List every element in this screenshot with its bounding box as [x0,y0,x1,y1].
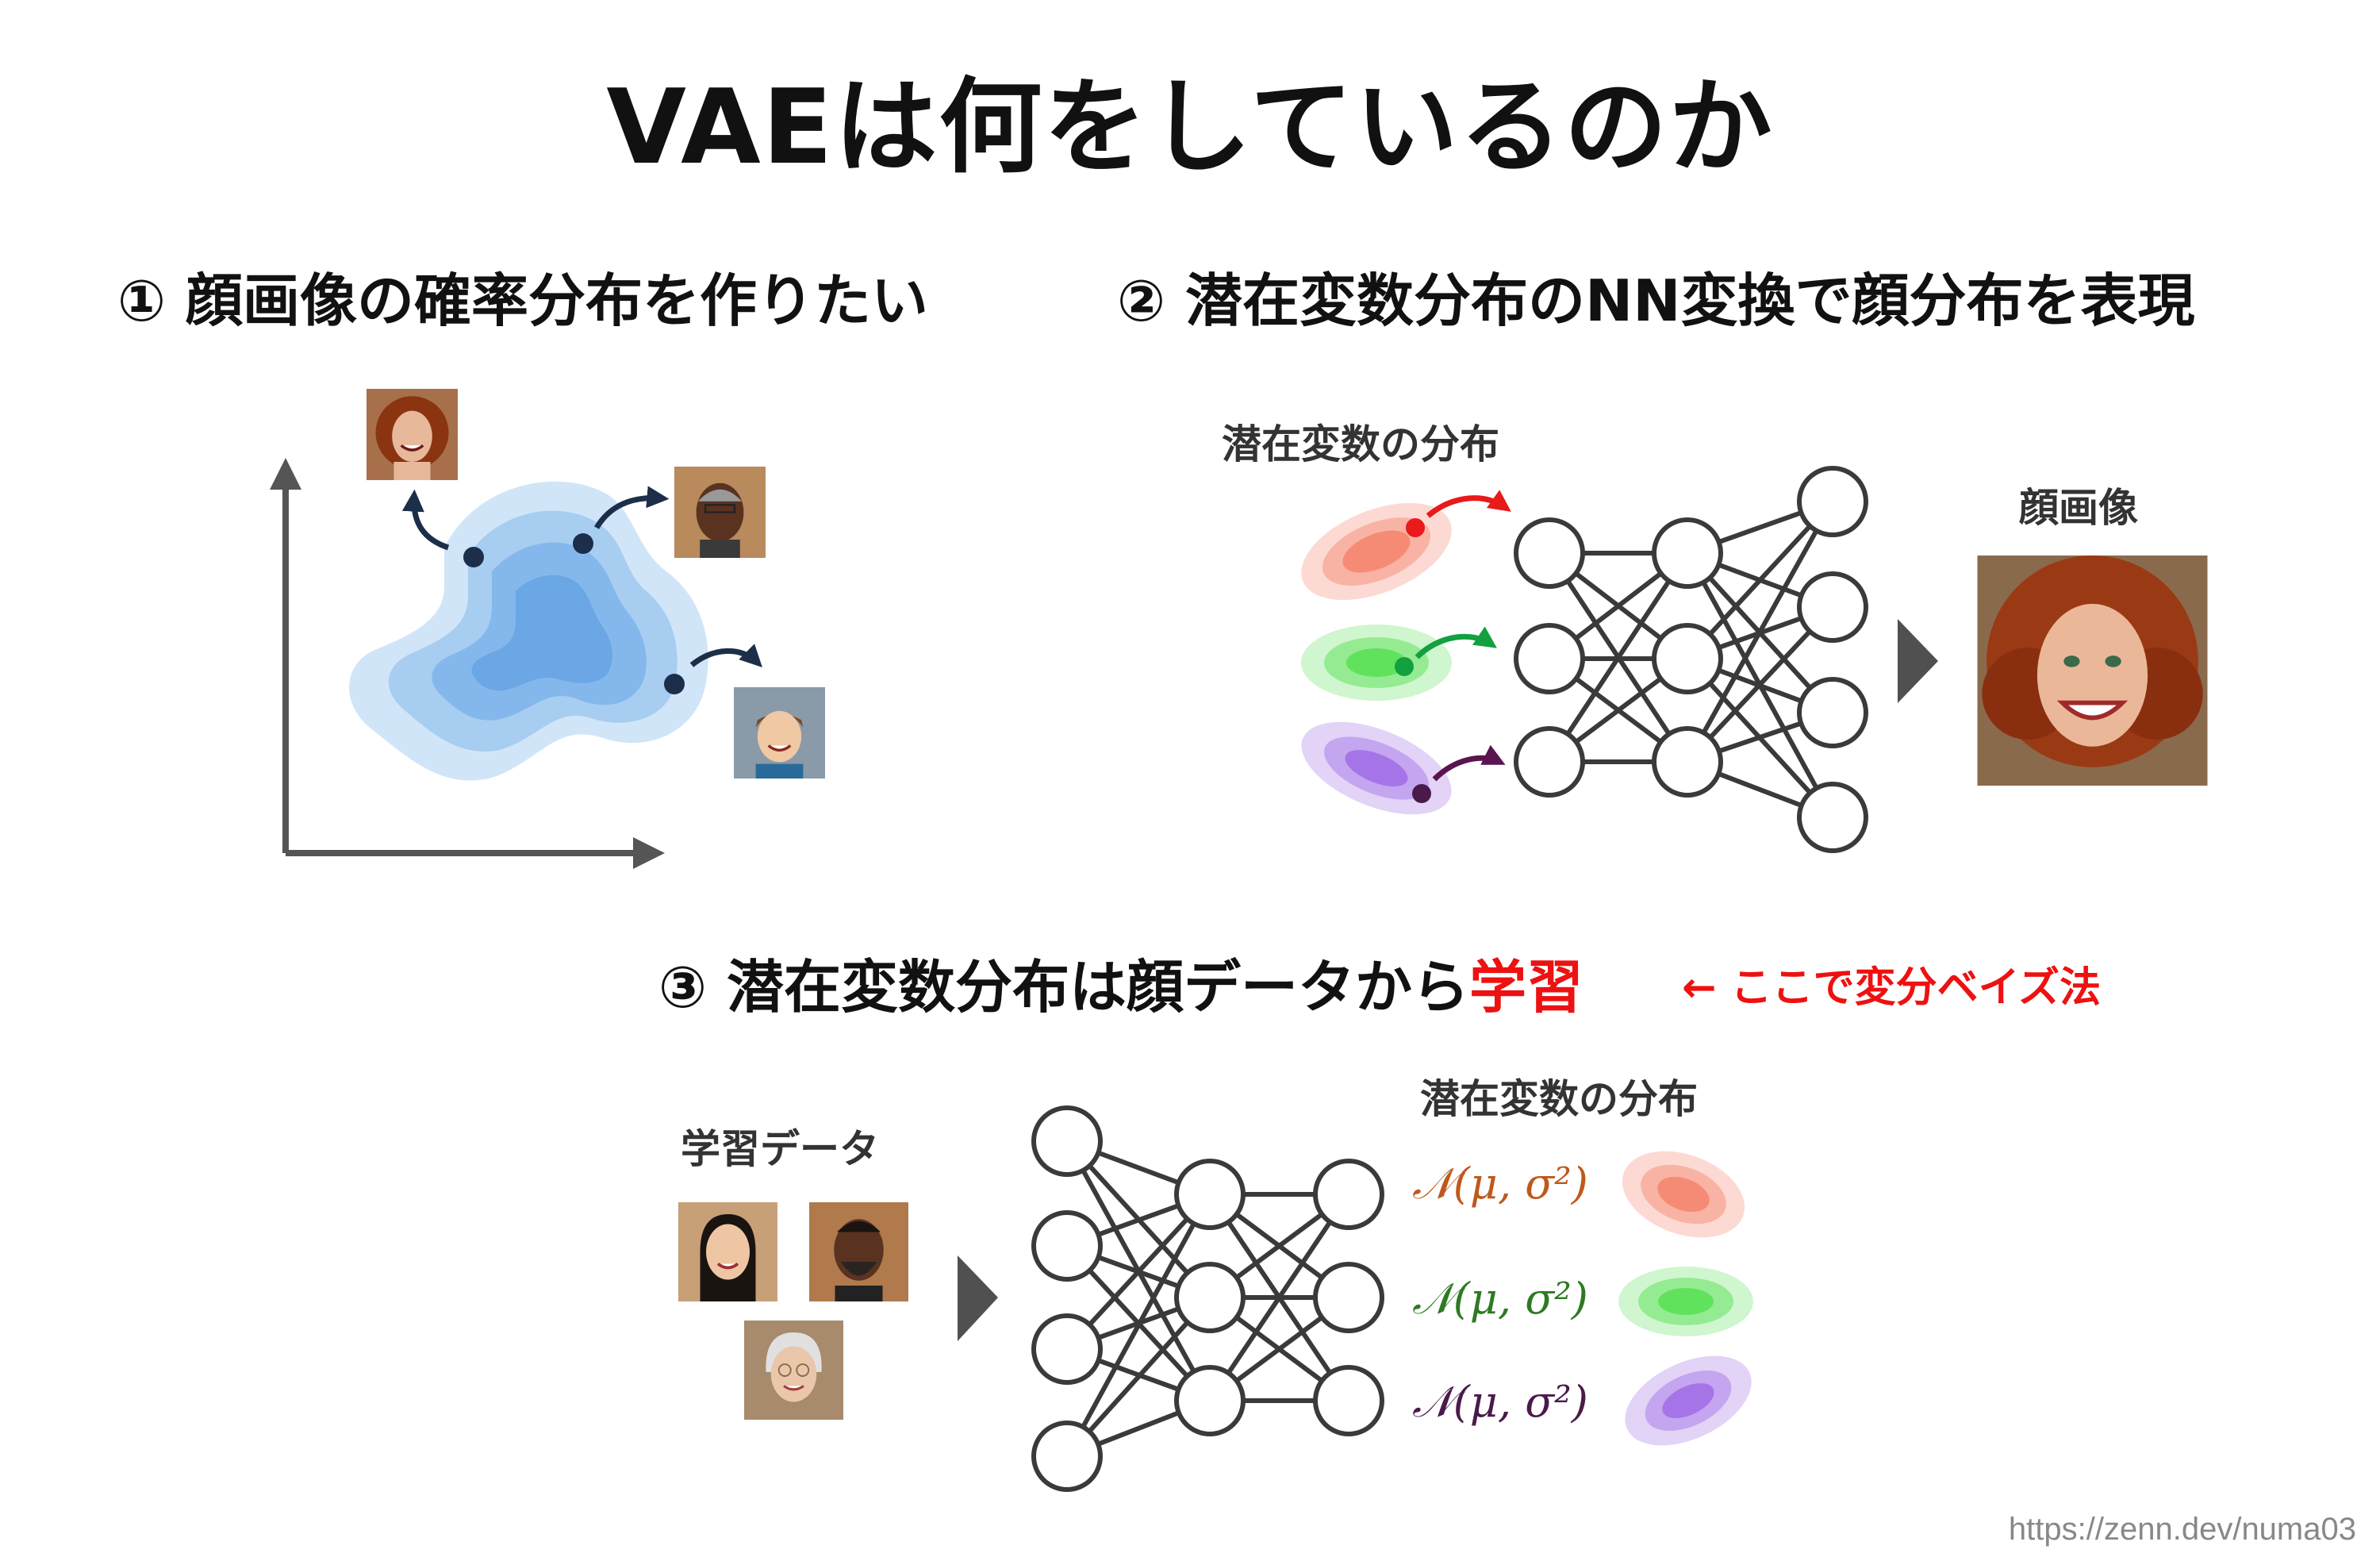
face-woman-redhair-small [367,389,458,480]
section-3-highlight: 学習 [1469,954,1584,1021]
face-distribution-blob [349,481,708,781]
variational-bayes-note: ← ここで変分ベイズ法 [1682,964,2102,1012]
axes [270,458,665,869]
decoder-output-arrow [1898,619,1938,703]
encoder-input-arrow [958,1255,998,1341]
latent-gaussian-red [1301,502,1452,601]
latent-distribution-label-bottom: 潜在変数の分布 [1420,1076,1698,1122]
latent-to-nn-arrows [1415,490,1511,782]
normal-label-3: 𝒩(μ, σ²) [1412,1377,1588,1427]
section-3-text: ③ 潜在変数分布は顔データから [658,954,1470,1021]
footer-url[interactable]: https://zenn.dev/numa03 [2008,1512,2356,1547]
training-face-man-beard [809,1202,908,1301]
training-data-label: 学習データ [681,1126,879,1172]
section-1-heading: ① 顔画像の確率分布を作りたい [117,267,929,334]
decoder-nodes [1514,466,1868,853]
section-3-heading: ③ 潜在変数分布は顔データから学習 [658,940,1583,1024]
generated-face-image [1975,556,2209,786]
page-title: VAEは何をしているのか [606,67,1774,187]
section-2-heading: ② 潜在変数分布のNN変換で顔分布を表現 [1117,267,2195,334]
encoder-network [1031,1105,1384,1492]
latent-distribution-label-top: 潜在変数の分布 [1222,421,1499,467]
latent-gaussian-green [1301,625,1452,701]
sample-arrows [401,486,762,667]
encoder-nodes [1031,1105,1384,1492]
decoder-network [1514,466,1868,853]
face-older-man [674,467,766,558]
normal-label-2: 𝒩(μ, σ²) [1412,1274,1588,1324]
training-face-asian-woman [678,1202,777,1301]
output-gaussian-purple [1625,1355,1752,1446]
face-image-label: 顔画像 [2019,485,2138,531]
latent-gaussian-purple [1301,721,1452,815]
training-face-elderly-woman [744,1321,843,1420]
output-gaussian-red [1622,1151,1745,1238]
normal-label-1: 𝒩(μ, σ²) [1412,1159,1588,1209]
sample-points [463,533,685,694]
output-gaussian-green [1618,1267,1753,1336]
face-boy [734,687,825,778]
